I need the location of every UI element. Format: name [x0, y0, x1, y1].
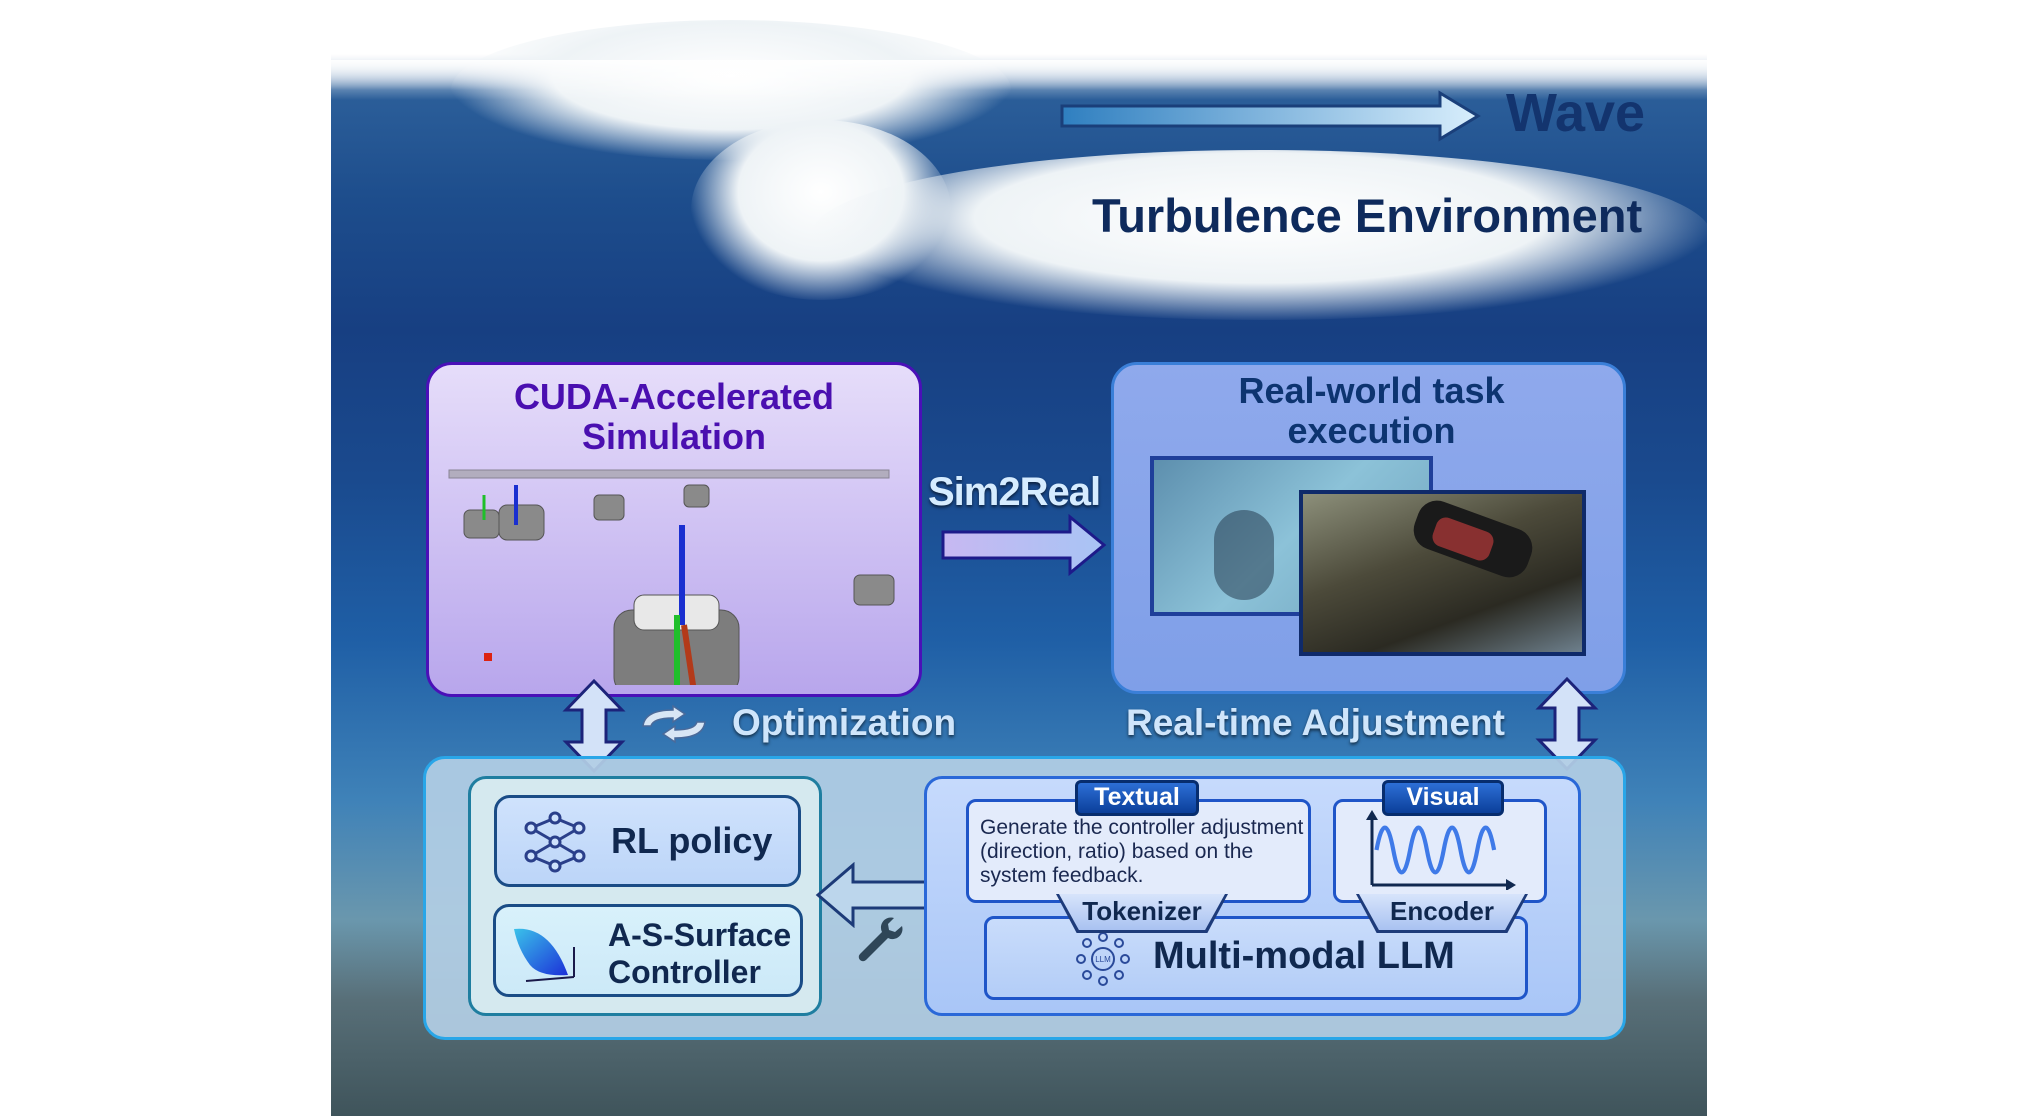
simulation-robots-render	[448, 469, 895, 685]
surface-controller-line2: Controller	[608, 954, 761, 990]
textual-tag: Textual	[1075, 780, 1199, 816]
simulation-panel: CUDA-Accelerated Simulation	[426, 362, 922, 697]
encoder-label: Encoder	[1359, 894, 1525, 930]
prompt-text: Generate the controller adjustment (dire…	[980, 816, 1304, 887]
tokenizer-label: Tokenizer	[1059, 894, 1225, 930]
simulation-title-line2: Simulation	[581, 416, 766, 457]
controller-panel: RL policy A-S-Surface Controller	[468, 776, 822, 1016]
textual-input-box: Generate the controller adjustment (dire…	[966, 799, 1311, 903]
llm-network-icon: LLM	[1076, 932, 1130, 986]
environment-label: Turbulence Environment	[1092, 189, 1643, 242]
sim2real-label: Sim2Real	[928, 470, 1101, 514]
surface-controller-line1: A-S-Surface	[608, 917, 792, 953]
llm-icon-text: LLM	[1095, 955, 1111, 964]
optimization-label: Optimization	[732, 702, 957, 743]
rl-policy-box[interactable]: RL policy	[494, 795, 801, 887]
encoder-block: Encoder	[1356, 894, 1528, 933]
llm-panel: Generate the controller adjustment (dire…	[924, 776, 1581, 1016]
visual-tag: Visual	[1382, 780, 1504, 816]
surface-controller-box[interactable]: A-S-Surface Controller	[493, 904, 803, 997]
visual-input-box	[1333, 799, 1547, 903]
rl-policy-label: RL policy	[611, 820, 773, 861]
refresh-cycle-icon	[642, 704, 706, 744]
real-world-title-line1: Real-world task	[1238, 370, 1505, 411]
tokenizer-block: Tokenizer	[1056, 894, 1228, 933]
simulation-title-line1: CUDA-Accelerated	[513, 376, 835, 417]
multimodal-llm-label: Multi-modal LLM	[1153, 935, 1455, 977]
shore-robot-photo	[1299, 490, 1586, 656]
neural-network-icon	[524, 811, 586, 873]
control-surface-icon	[514, 928, 575, 982]
wrench-icon	[858, 917, 903, 962]
real-time-adjustment-label: Real-time Adjustment	[1126, 702, 1505, 743]
real-world-title-line2: execution	[1287, 410, 1456, 451]
wave-foam	[811, 150, 1707, 320]
waveform-signal-icon	[1366, 810, 1516, 890]
sim2real-arrow	[941, 514, 1107, 576]
wave-label: Wave	[1506, 83, 1646, 143]
real-world-panel: Real-world task execution	[1111, 362, 1626, 694]
wave-direction-arrow	[1060, 90, 1481, 142]
